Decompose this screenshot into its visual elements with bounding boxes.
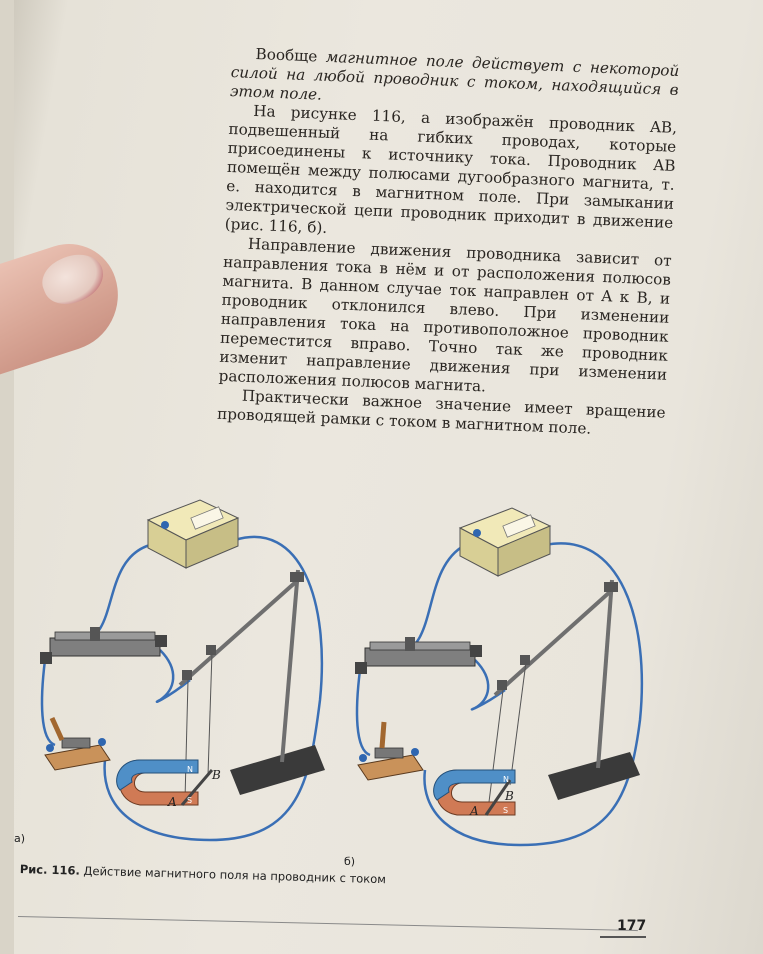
body-text: Вообще магнитное поле действует с некото… bbox=[217, 44, 680, 442]
point-a-label: A bbox=[167, 795, 177, 809]
switch-key-icon bbox=[44, 716, 111, 771]
wire-icon bbox=[155, 649, 191, 704]
rheostat-icon bbox=[355, 637, 482, 674]
wire-icon bbox=[79, 543, 151, 642]
paragraph-1-lead: Вообще bbox=[255, 44, 327, 66]
page-number-underline bbox=[600, 936, 646, 938]
current-source-icon bbox=[458, 507, 552, 577]
pole-n-label: N bbox=[503, 775, 509, 784]
wire-icon bbox=[40, 659, 56, 747]
wire-icon bbox=[423, 542, 644, 847]
lab-stand-icon bbox=[493, 579, 640, 800]
conductor-ab bbox=[484, 779, 512, 816]
lab-stand-icon bbox=[178, 569, 325, 795]
rheostat-icon bbox=[40, 627, 167, 664]
page-number: 177 bbox=[617, 918, 647, 934]
pole-s-label: S bbox=[187, 796, 192, 805]
horseshoe-magnet-icon bbox=[116, 759, 199, 806]
point-a-label: A bbox=[469, 804, 479, 818]
pole-n-label: N bbox=[187, 765, 193, 774]
point-b-label: B bbox=[504, 789, 514, 803]
paragraph-2: На рисунке 116, а изображён проводник AB… bbox=[224, 101, 678, 237]
pole-s-label: S bbox=[503, 806, 508, 815]
current-source-icon bbox=[146, 499, 240, 569]
switch-key-icon bbox=[357, 721, 424, 781]
wire-icon bbox=[470, 659, 506, 711]
panel-a: A B N S bbox=[40, 499, 325, 842]
wire-icon bbox=[103, 535, 324, 842]
point-b-label: B bbox=[211, 768, 221, 782]
conductor-ab bbox=[180, 769, 214, 806]
panel-b: A B N S bbox=[355, 507, 644, 847]
paragraph-3: Направление движения проводника зависит … bbox=[218, 234, 673, 396]
wire-icon bbox=[355, 669, 371, 757]
panel-a-label: а) bbox=[14, 832, 26, 845]
panel-b-label: б) bbox=[344, 855, 356, 868]
